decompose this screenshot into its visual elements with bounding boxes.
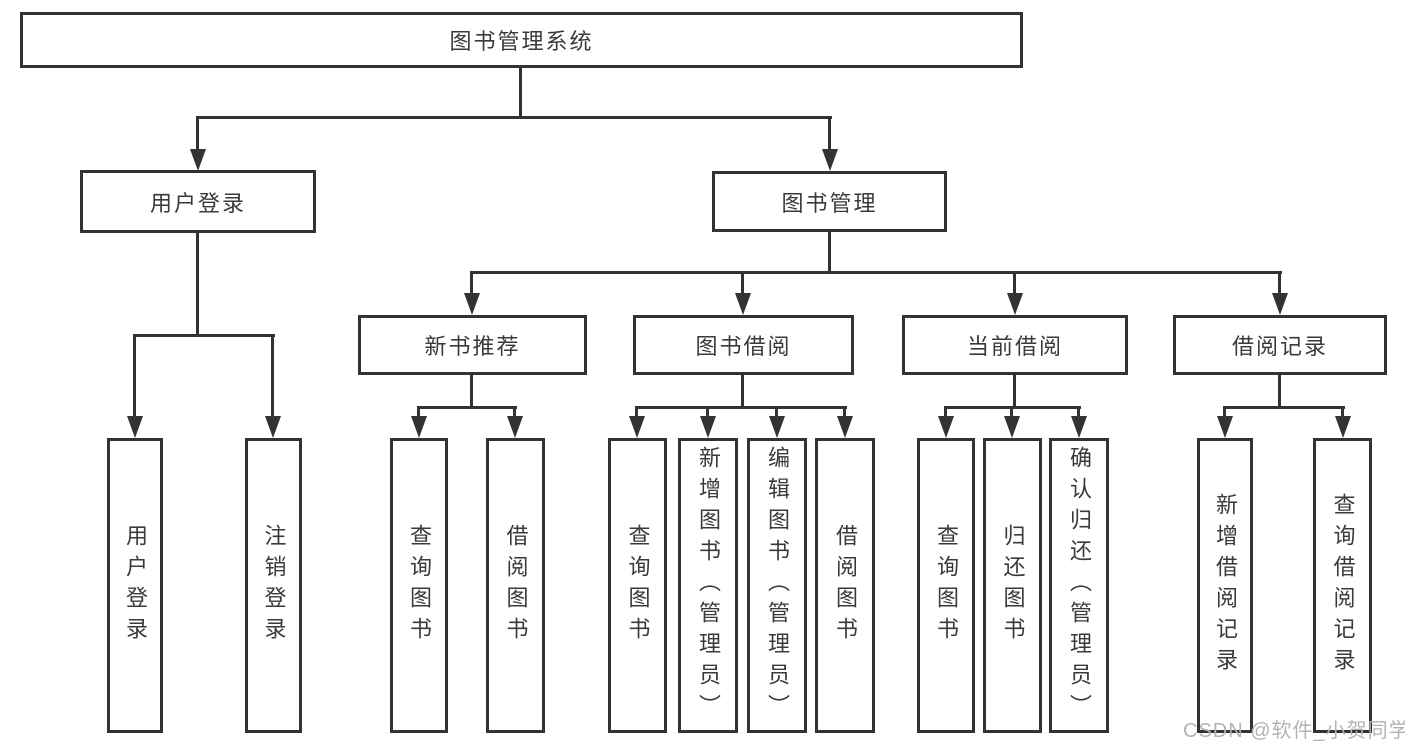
node-user-login: 用户登录 xyxy=(80,170,316,233)
csdn-watermark: CSDN @软件_小贺同学 xyxy=(1183,720,1405,742)
connector-root-to-book-management xyxy=(828,116,831,152)
arrow-down-icon xyxy=(1335,416,1351,438)
connector-to-leaf-user-login xyxy=(133,334,136,420)
connector-to-current-borrow xyxy=(1013,271,1016,297)
leaf-cb-confirm-return-admin-label: 确认归还（管理员） xyxy=(1067,446,1092,725)
leaf-bb-query-books-label: 查询图书 xyxy=(625,523,651,648)
connector-user-login-bus xyxy=(133,334,275,337)
connector-user-login-stem xyxy=(196,231,199,336)
leaf-bb-borrow-books-label: 借阅图书 xyxy=(833,523,858,648)
arrow-down-icon xyxy=(629,416,645,438)
connector-to-book-borrow xyxy=(741,271,744,297)
connector-to-leaf-cb-query xyxy=(944,406,947,422)
arrow-down-icon xyxy=(265,416,281,438)
arrow-down-icon xyxy=(735,293,751,315)
connector-new-book-recommend-bus xyxy=(417,406,517,409)
connector-to-leaf-br-add xyxy=(1223,406,1226,422)
leaf-bb-add-books-admin-label: 新增图书（管理员） xyxy=(696,446,721,725)
connector-book-management-stem xyxy=(828,230,831,273)
leaf-cb-confirm-return-admin: 确认归还（管理员） xyxy=(1049,438,1109,733)
arrow-down-icon xyxy=(411,416,427,438)
leaf-cb-return-books: 归还图书 xyxy=(983,438,1042,733)
node-borrow-record-label: 借阅记录 xyxy=(1231,334,1328,359)
connector-to-leaf-nbr-query xyxy=(417,406,420,422)
connector-to-leaf-logout xyxy=(271,334,274,420)
arrow-down-icon xyxy=(938,416,954,438)
connector-root-to-user-login xyxy=(196,116,199,152)
leaf-bb-edit-books-admin-label: 编辑图书（管理员） xyxy=(765,446,790,725)
connector-to-borrow-record xyxy=(1278,271,1281,297)
arrow-down-icon xyxy=(1007,293,1023,315)
leaf-bb-borrow-books: 借阅图书 xyxy=(815,438,875,733)
connector-to-leaf-cb-return xyxy=(1010,406,1013,422)
connector-to-leaf-bb-borrow xyxy=(843,406,846,422)
connector-to-leaf-nbr-borrow xyxy=(513,406,516,422)
arrow-down-icon xyxy=(127,416,143,438)
arrow-down-icon xyxy=(1272,293,1288,315)
connector-root-bus xyxy=(196,116,832,119)
arrow-down-icon xyxy=(700,416,716,438)
node-borrow-record: 借阅记录 xyxy=(1173,315,1387,375)
leaf-cb-return-books-label: 归还图书 xyxy=(1000,523,1026,648)
connector-to-leaf-bb-add xyxy=(706,406,709,422)
leaf-user-login: 用户登录 xyxy=(107,438,163,733)
leaf-nbr-query-books-label: 查询图书 xyxy=(407,523,432,648)
leaf-bb-query-books: 查询图书 xyxy=(608,438,667,733)
node-current-borrow: 当前借阅 xyxy=(902,315,1128,375)
connector-to-leaf-cb-confirm xyxy=(1077,406,1080,422)
node-book-management: 图书管理 xyxy=(712,171,947,232)
arrow-down-icon xyxy=(1071,416,1087,438)
connector-book-management-bus xyxy=(470,271,1282,274)
node-current-borrow-label: 当前借阅 xyxy=(966,334,1063,359)
leaf-nbr-query-books: 查询图书 xyxy=(390,438,448,733)
leaf-bb-add-books-admin: 新增图书（管理员） xyxy=(678,438,738,733)
leaf-cb-query-books: 查询图书 xyxy=(917,438,975,733)
arrow-down-icon xyxy=(1217,416,1233,438)
leaf-br-add-record-label: 新增借阅记录 xyxy=(1213,492,1238,679)
connector-to-leaf-bb-edit xyxy=(775,406,778,422)
connector-to-new-book-recommend xyxy=(470,271,473,297)
node-user-login-label: 用户登录 xyxy=(149,190,246,216)
arrow-down-icon xyxy=(190,149,206,171)
leaf-nbr-borrow-books-label: 借阅图书 xyxy=(503,523,529,648)
connector-to-leaf-bb-query xyxy=(635,406,638,422)
arrow-down-icon xyxy=(769,416,785,438)
arrow-down-icon xyxy=(1004,416,1020,438)
leaf-br-add-record: 新增借阅记录 xyxy=(1197,438,1253,733)
connector-new-book-recommend-stem xyxy=(470,373,473,409)
connector-borrow-record-stem xyxy=(1278,373,1281,409)
node-root-label: 图书管理系统 xyxy=(449,29,594,54)
arrow-down-icon xyxy=(507,416,523,438)
leaf-cb-query-books-label: 查询图书 xyxy=(934,523,959,648)
leaf-logout-label: 注销登录 xyxy=(261,523,287,648)
connector-book-borrow-bus xyxy=(635,406,847,409)
leaf-br-query-record-label: 查询借阅记录 xyxy=(1330,492,1356,679)
arrow-down-icon xyxy=(464,293,480,315)
node-root: 图书管理系统 xyxy=(20,12,1023,68)
arrow-down-icon xyxy=(822,149,838,171)
node-new-book-recommend: 新书推荐 xyxy=(358,315,587,375)
node-book-borrow-label: 图书借阅 xyxy=(695,334,792,359)
arrow-down-icon xyxy=(837,416,853,438)
node-book-management-label: 图书管理 xyxy=(781,190,878,216)
leaf-bb-edit-books-admin: 编辑图书（管理员） xyxy=(747,438,807,733)
connector-current-borrow-stem xyxy=(1013,373,1016,409)
leaf-user-login-label: 用户登录 xyxy=(123,523,148,648)
leaf-nbr-borrow-books: 借阅图书 xyxy=(486,438,545,733)
connector-book-borrow-stem xyxy=(741,373,744,409)
node-new-book-recommend-label: 新书推荐 xyxy=(424,334,521,359)
leaf-logout: 注销登录 xyxy=(245,438,302,733)
node-book-borrow: 图书借阅 xyxy=(633,315,854,375)
connector-to-leaf-br-query xyxy=(1341,406,1344,422)
connector-root-stem xyxy=(519,66,522,118)
leaf-br-query-record: 查询借阅记录 xyxy=(1313,438,1372,733)
connector-borrow-record-bus xyxy=(1223,406,1345,409)
